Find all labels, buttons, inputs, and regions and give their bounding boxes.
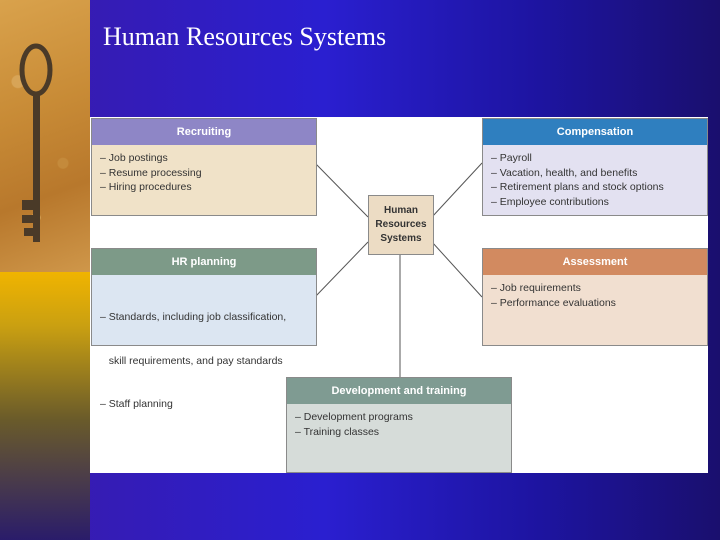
hr-planning-list: – Standards, including job classificatio… xyxy=(92,275,316,410)
list-item: – Hiring procedures xyxy=(100,181,192,193)
slide-title: Human Resources Systems xyxy=(103,22,387,51)
compensation-list: – Payroll – Vacation, health, and benefi… xyxy=(483,145,707,215)
list-item: – Resume processing xyxy=(100,166,202,179)
connector-lines xyxy=(314,162,483,377)
list-item: skill requirements, and pay standards xyxy=(100,354,283,367)
hr-planning-box: HR planning – Standards, including job c… xyxy=(91,248,317,410)
assessment-box: Assessment – Job requirements – Performa… xyxy=(482,248,708,346)
list-item: – Vacation, health, and benefits xyxy=(491,166,638,179)
connector-recruiting xyxy=(314,162,369,218)
list-item: – Payroll xyxy=(491,152,532,164)
center-label-line: Systems xyxy=(380,233,422,244)
hr-systems-diagram: Recruiting – Job postings – Resume proce… xyxy=(90,117,708,473)
recruiting-box: Recruiting – Job postings – Resume proce… xyxy=(91,118,317,216)
development-training-header: Development and training xyxy=(287,378,511,404)
assessment-header: Assessment xyxy=(483,249,707,275)
list-item: – Retirement plans and stock options xyxy=(491,181,664,193)
list-item: – Training classes xyxy=(295,425,380,438)
assessment-list: – Job requirements – Performance evaluat… xyxy=(483,275,707,345)
recruiting-list: – Job postings – Resume processing – Hir… xyxy=(92,145,316,215)
compensation-box: Compensation – Payroll – Vacation, healt… xyxy=(482,118,708,216)
key-photo xyxy=(0,0,90,272)
list-item: – Job postings xyxy=(100,152,168,164)
antique-key-image xyxy=(19,43,53,242)
recruiting-header: Recruiting xyxy=(92,119,316,145)
list-item: – Development programs xyxy=(295,411,413,423)
connector-hr-planning xyxy=(314,241,369,298)
list-item: – Employee contributions xyxy=(491,195,609,208)
compensation-header: Compensation xyxy=(483,119,707,145)
list-item: – Performance evaluations xyxy=(491,296,616,309)
center-label-line: Resources xyxy=(375,219,427,230)
hr-planning-header: HR planning xyxy=(92,249,316,275)
center-hr-systems-box: Human Resources Systems xyxy=(368,195,434,255)
connector-compensation xyxy=(431,162,483,218)
development-training-box: Development and training – Development p… xyxy=(286,377,512,473)
development-training-list: – Development programs – Training classe… xyxy=(287,404,511,472)
connector-assessment xyxy=(431,241,483,298)
center-label-line: Human xyxy=(384,205,418,216)
gold-gradient-strip xyxy=(0,272,90,540)
list-item: – Staff planning xyxy=(100,398,173,410)
list-item: – Standards, including job classificatio… xyxy=(100,311,287,323)
list-item: – Job requirements xyxy=(491,282,581,294)
